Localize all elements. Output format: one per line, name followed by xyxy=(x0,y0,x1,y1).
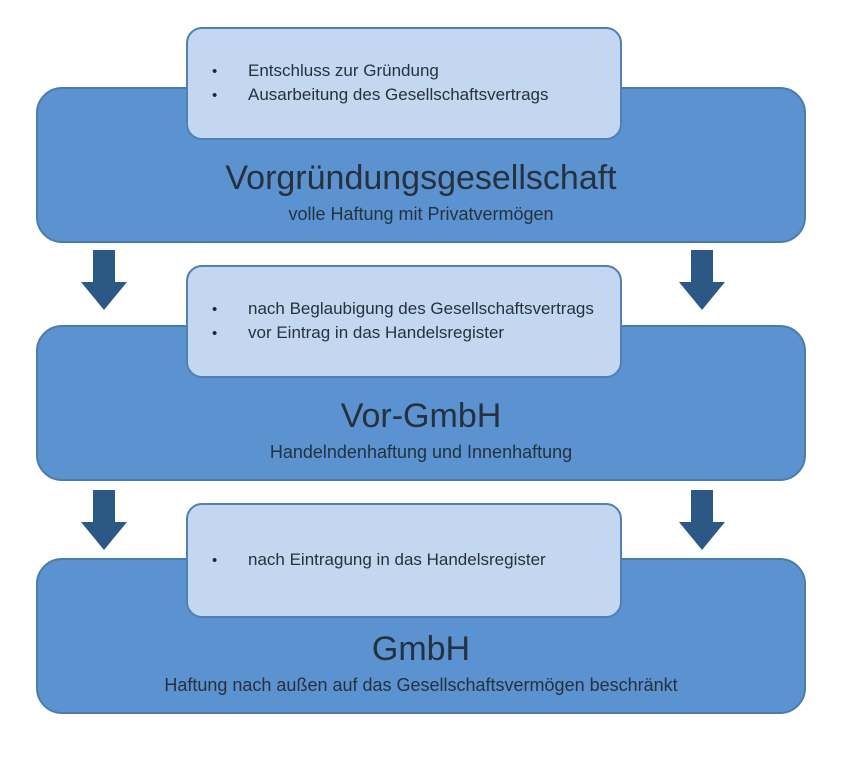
stage-box-gmbh: GmbH Haftung nach außen auf das Gesellsc… xyxy=(36,558,806,714)
bullet-text: Ausarbeitung des Gesellschaftsvertrags xyxy=(248,84,549,104)
stage-title: Vorgründungsgesellschaft xyxy=(225,159,617,198)
down-arrow-icon xyxy=(81,250,127,310)
bullet-item: Ausarbeitung des Gesellschaftsvertrags xyxy=(210,84,549,107)
stage-subtitle: volle Haftung mit Privatvermögen xyxy=(288,203,554,224)
down-arrow-icon xyxy=(679,250,725,310)
callout-bullet-list: nach Beglaubigung des Gesellschaftsvertr… xyxy=(210,298,594,345)
bullet-text: Entschluss zur Gründung xyxy=(248,61,439,81)
stage-subtitle: Handelndenhaftung und Innenhaftung xyxy=(269,441,573,462)
stage-title: GmbH xyxy=(371,630,471,669)
stage-subtitle: Haftung nach außen auf das Gesellschafts… xyxy=(164,674,678,695)
bullet-item: nach Beglaubigung des Gesellschaftsvertr… xyxy=(210,298,594,321)
bullet-item: nach Eintragung in das Handelsregister xyxy=(210,549,546,572)
callout-vor-gmbh: nach Beglaubigung des Gesellschaftsvertr… xyxy=(186,265,622,378)
callout-gmbh: nach Eintragung in das Handelsregister xyxy=(186,503,622,618)
bullet-text: vor Eintrag in das Handelsregister xyxy=(248,322,505,342)
callout-vorgruendungsgesellschaft: Entschluss zur Gründung Ausarbeitung des… xyxy=(186,27,622,140)
bullet-text: nach Eintragung in das Handelsregister xyxy=(248,549,546,569)
down-arrow-icon xyxy=(679,490,725,550)
callout-bullet-list: Entschluss zur Gründung Ausarbeitung des… xyxy=(210,60,549,107)
bullet-item: Entschluss zur Gründung xyxy=(210,60,549,83)
down-arrow-icon xyxy=(81,490,127,550)
callout-bullet-list: nach Eintragung in das Handelsregister xyxy=(210,549,546,572)
stage-title: Vor-GmbH xyxy=(340,397,502,436)
bullet-item: vor Eintrag in das Handelsregister xyxy=(210,322,594,345)
bullet-text: nach Beglaubigung des Gesellschaftsvertr… xyxy=(248,299,594,319)
